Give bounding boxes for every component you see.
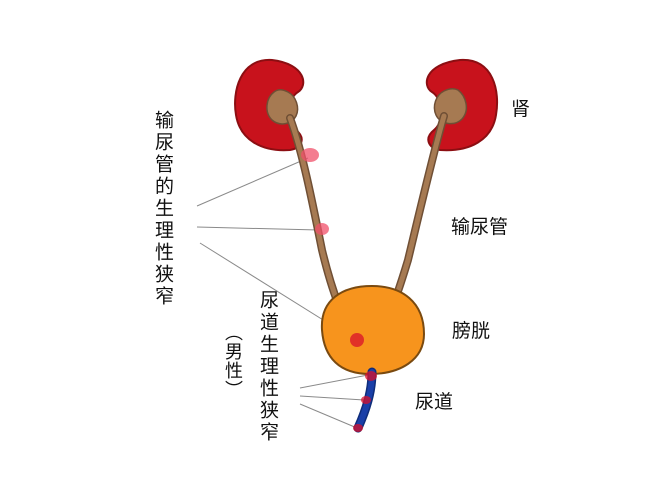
bladder-shape xyxy=(320,284,426,376)
kidney-label: 肾 xyxy=(511,98,531,120)
pointer-line xyxy=(196,226,319,231)
narrowing-marker-urethra-external xyxy=(353,424,363,432)
ureter-label: 输尿管 xyxy=(451,216,509,238)
urethra-label: 尿道 xyxy=(415,391,454,413)
narrowing-markers xyxy=(301,148,377,432)
narrowing-marker-urethra-middle xyxy=(361,396,371,404)
male-note-label: （男性） xyxy=(222,323,243,399)
pointer-line xyxy=(196,157,309,207)
narrowing-marker-bladder-entry xyxy=(350,333,364,347)
pointer-line xyxy=(299,403,358,429)
narrowing-marker-pelvic-brim xyxy=(315,223,329,235)
pointer-line xyxy=(299,374,369,389)
narrowing-marker-urethra-internal xyxy=(365,371,377,381)
narrowing-marker-ureter-pelvic xyxy=(301,148,319,162)
ureter-narrowing-label: 输尿管的生理性狭窄 xyxy=(152,110,174,308)
pointer-line xyxy=(299,395,365,401)
urethra-narrowing-pointers xyxy=(299,374,369,429)
bladder-label: 膀胱 xyxy=(452,320,491,342)
urethra-narrowing-label: 尿道生理性狭窄 xyxy=(257,290,279,444)
bladder xyxy=(320,284,426,376)
